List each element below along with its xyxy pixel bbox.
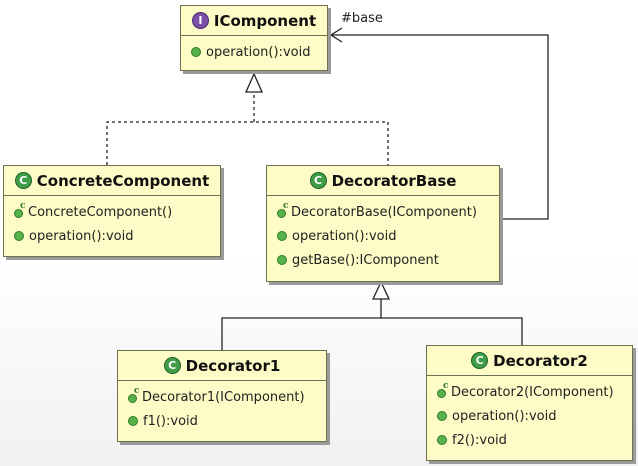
member-signature: DecoratorBase(IComponent)	[291, 204, 477, 220]
class-name: Decorator1	[185, 356, 281, 375]
constructor-icon: c	[437, 381, 448, 398]
interface-badge-icon: I	[191, 12, 209, 29]
member-row[interactable]: operation():void	[14, 224, 220, 248]
constructor-icon: c	[14, 201, 25, 218]
member-row[interactable]: c DecoratorBase(IComponent)	[277, 200, 499, 224]
constructor-icon: c	[128, 386, 139, 403]
association-base-line	[331, 34, 549, 220]
generalization-connector	[221, 299, 523, 350]
public-method-icon	[437, 411, 447, 421]
realization-arrowhead	[244, 72, 264, 93]
class-decoratorbase[interactable]: C DecoratorBase c DecoratorBase(ICompone…	[266, 165, 500, 282]
member-row[interactable]: c Decorator2(IComponent)	[437, 380, 632, 404]
class-decorator2[interactable]: C Decorator2 c Decorator2(IComponent) op…	[426, 345, 633, 461]
member-signature: operation():void	[292, 228, 397, 244]
class-header: C Decorator2	[427, 346, 632, 376]
class-header: C Decorator1	[118, 351, 326, 381]
public-method-icon	[277, 255, 287, 265]
member-row[interactable]: operation():void	[277, 224, 499, 248]
member-signature: operation():void	[452, 408, 557, 424]
public-method-icon	[437, 435, 447, 445]
class-decorator1[interactable]: C Decorator1 c Decorator1(IComponent) f1…	[117, 350, 327, 442]
class-icomponent[interactable]: I IComponent operation():void	[180, 5, 328, 71]
member-row[interactable]: c ConcreteComponent()	[14, 200, 220, 224]
member-row[interactable]: f1():void	[128, 409, 326, 433]
class-header: I IComponent	[181, 6, 327, 36]
member-signature: ConcreteComponent()	[28, 204, 173, 220]
member-list: c ConcreteComponent() operation():void	[4, 196, 220, 250]
member-list: c DecoratorBase(IComponent) operation():…	[267, 196, 499, 274]
member-row[interactable]: f2():void	[437, 428, 632, 452]
member-row[interactable]: operation():void	[191, 40, 327, 64]
class-badge-icon: C	[309, 172, 327, 189]
generalization-arrowhead	[371, 280, 391, 300]
public-method-icon	[14, 231, 24, 241]
class-header: C ConcreteComponent	[4, 166, 220, 196]
realization-connector	[106, 92, 389, 165]
member-signature: Decorator1(IComponent)	[142, 389, 305, 405]
member-signature: Decorator2(IComponent)	[451, 384, 614, 400]
class-concretecomponent[interactable]: C ConcreteComponent c ConcreteComponent(…	[3, 165, 221, 257]
member-row[interactable]: c Decorator1(IComponent)	[128, 385, 326, 409]
association-role-label: #base	[341, 11, 383, 26]
class-name: IComponent	[213, 11, 317, 30]
association-arrowhead	[329, 27, 343, 43]
class-header: C DecoratorBase	[267, 166, 499, 196]
class-name: DecoratorBase	[331, 171, 457, 190]
member-list: c Decorator2(IComponent) operation():voi…	[427, 376, 632, 454]
class-badge-icon: C	[471, 352, 489, 369]
class-badge-icon: C	[14, 172, 32, 189]
member-signature: f1():void	[143, 413, 198, 429]
member-signature: operation():void	[206, 44, 311, 60]
member-list: c Decorator1(IComponent) f1():void	[118, 381, 326, 435]
member-list: operation():void	[181, 36, 327, 66]
class-name: ConcreteComponent	[36, 171, 210, 190]
public-method-icon	[277, 231, 287, 241]
member-row[interactable]: getBase():IComponent	[277, 248, 499, 272]
public-method-icon	[128, 416, 138, 426]
public-method-icon	[191, 47, 201, 57]
member-signature: f2():void	[452, 432, 507, 448]
class-name: Decorator2	[493, 351, 588, 370]
member-signature: operation():void	[29, 228, 134, 244]
member-row[interactable]: operation():void	[437, 404, 632, 428]
member-signature: getBase():IComponent	[292, 252, 439, 268]
constructor-icon: c	[277, 201, 288, 218]
class-badge-icon: C	[163, 357, 181, 374]
